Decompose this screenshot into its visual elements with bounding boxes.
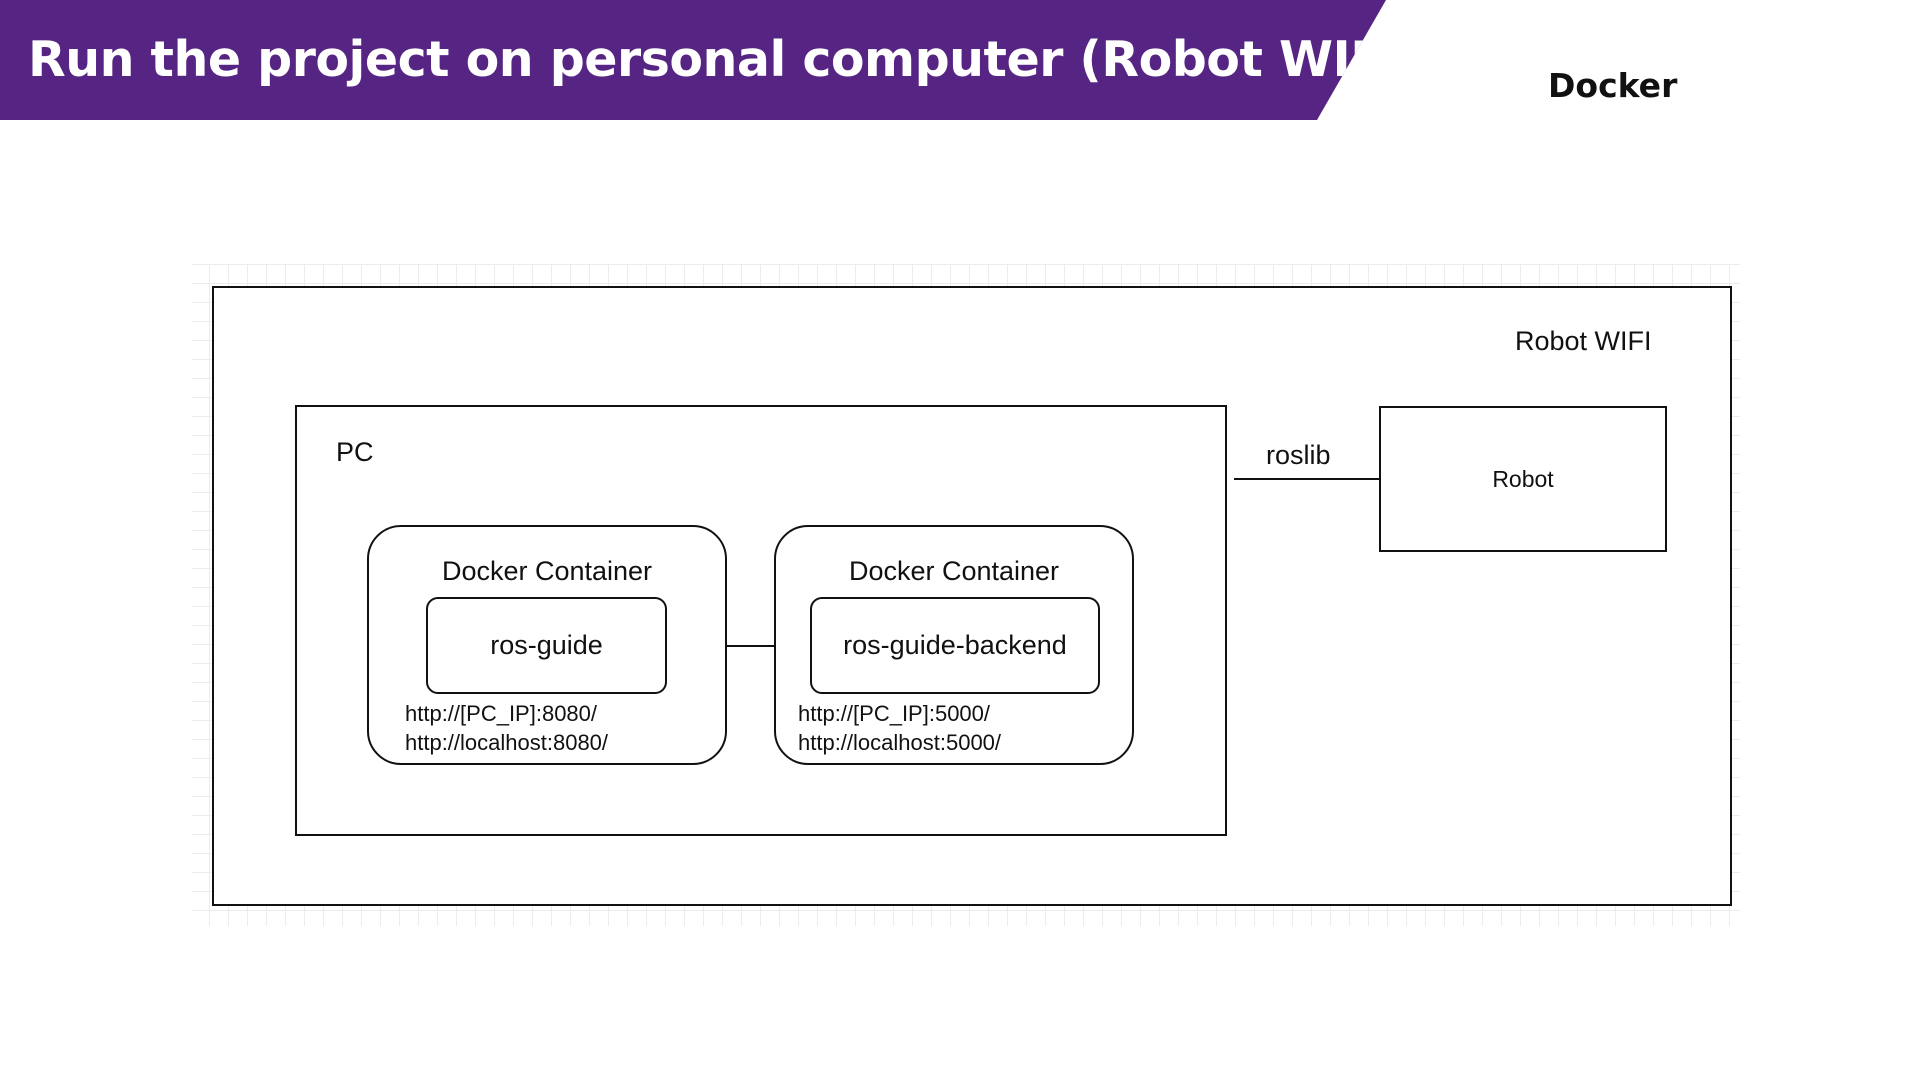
ros-guide-backend-url-pc-ip: http://[PC_IP]:5000/ [798,701,991,726]
docker-container-backend-label: Docker Container [848,556,1060,586]
docker-container-frontend-label: Docker Container [441,556,653,586]
ros-guide-backend-box: ros-guide-backend [810,597,1100,694]
ros-guide-box: ros-guide [426,597,667,694]
robot-box: Robot [1379,406,1667,552]
pc-label: PC [336,437,374,467]
title-banner: Run the project on personal computer (Ro… [0,0,1386,120]
slide-title: Run the project on personal computer (Ro… [28,31,1423,88]
ros-guide-url-localhost: http://localhost:8080/ [405,730,609,755]
container-link-line [727,645,774,647]
ros-guide-url-pc-ip: http://[PC_IP]:8080/ [405,701,598,726]
roslib-label: roslib [1266,440,1331,470]
robot-label: Robot [1492,465,1554,492]
ros-guide-backend-label: ros-guide-backend [843,630,1067,660]
ros-guide-label: ros-guide [490,630,603,660]
section-tag: Docker [1548,66,1678,105]
robot-wifi-label: Robot WIFI [1515,326,1652,356]
roslib-link-line [1234,478,1379,480]
ros-guide-backend-url-localhost: http://localhost:5000/ [798,730,1002,755]
